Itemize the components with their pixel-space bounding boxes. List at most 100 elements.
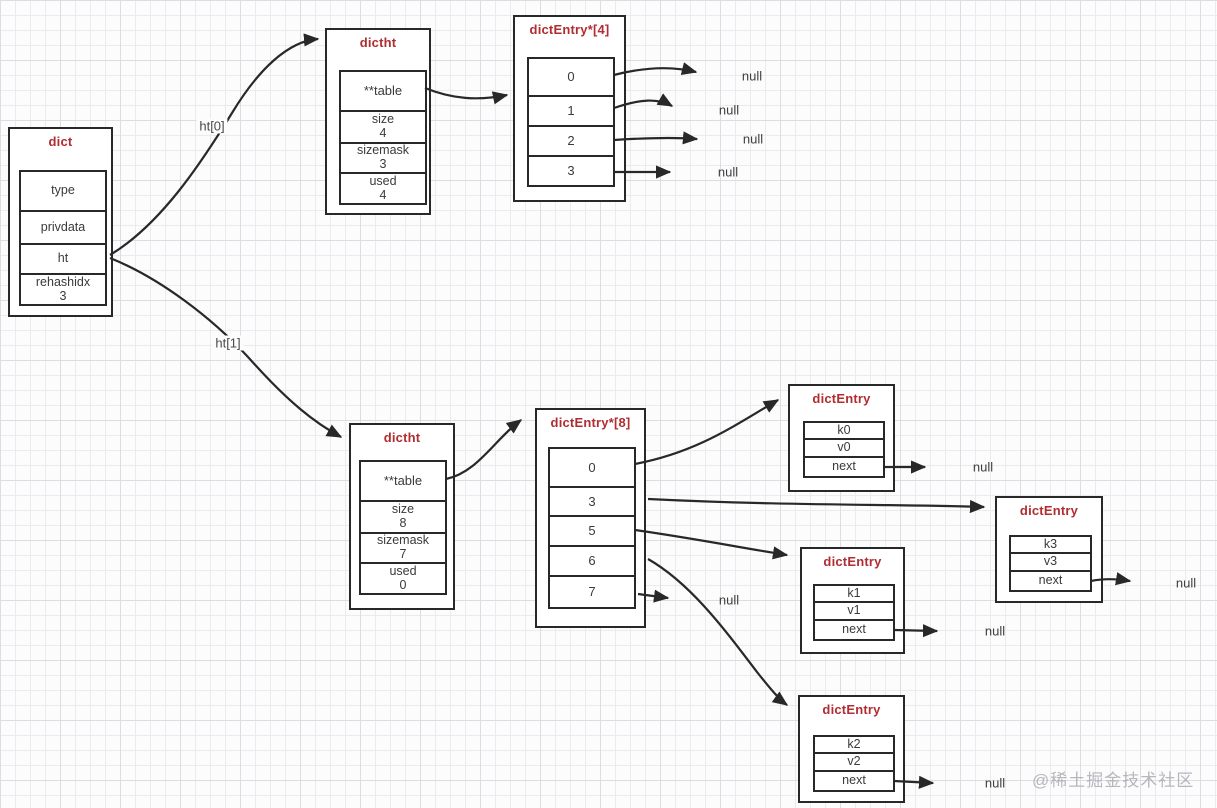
cell-index: 5 bbox=[588, 523, 596, 539]
cell-index: 0 bbox=[588, 459, 596, 475]
cell-index: 3 bbox=[588, 493, 596, 509]
dictentry-array8-box: dictEntry*[8] 0 3 5 6 7 bbox=[535, 408, 646, 628]
field-label: **table bbox=[363, 83, 403, 99]
dictentry-k0-box: dictEntry k0 v0 next bbox=[788, 384, 895, 492]
field-label: size bbox=[391, 502, 415, 517]
field-label: used bbox=[389, 564, 417, 579]
field-label: size bbox=[371, 112, 395, 127]
field-value: 4 bbox=[379, 187, 387, 202]
watermark-text: @稀土掘金技术社区 bbox=[1032, 771, 1195, 790]
array4-cell-3: 3 bbox=[527, 154, 615, 188]
arrow-array8-3-to-k3 bbox=[647, 497, 986, 514]
dict-field-rehashidx: rehashidx 3 bbox=[19, 272, 107, 307]
field-label: **table bbox=[383, 473, 423, 489]
field-label: privdata bbox=[40, 219, 86, 234]
arrow-array4-0-null bbox=[613, 62, 698, 77]
array8-cell-6: 6 bbox=[548, 544, 636, 578]
null-label-array4-3: null bbox=[717, 164, 739, 180]
dictht0-field-sizemask: sizemask 3 bbox=[339, 141, 427, 175]
array4-cell-2: 2 bbox=[527, 124, 615, 158]
field-value: 7 bbox=[399, 546, 407, 561]
null-label-array4-2: null bbox=[742, 131, 764, 147]
arrow-array8-6-to-k2 bbox=[647, 558, 789, 706]
field-value: 0 bbox=[399, 577, 407, 592]
field-label: ht bbox=[57, 251, 69, 266]
cell-index: 6 bbox=[588, 553, 596, 569]
null-label-k0-next: null bbox=[972, 459, 994, 475]
null-label-k2-next: null bbox=[984, 775, 1006, 791]
array4-cell-1: 1 bbox=[527, 94, 615, 128]
dictentry-k1-title: dictEntry bbox=[823, 554, 882, 569]
dictht1-box: dictht **table size 8 sizemask 7 used 0 bbox=[349, 423, 455, 610]
arrow-table0-to-array4 bbox=[424, 86, 509, 105]
dict-title: dict bbox=[48, 134, 73, 149]
cell-index: 7 bbox=[588, 584, 596, 600]
arrow-array4-2-null bbox=[613, 131, 699, 145]
field-label: next bbox=[832, 459, 856, 474]
dictht0-field-size: size 4 bbox=[339, 109, 427, 145]
field-label: v1 bbox=[847, 603, 861, 618]
dictentry-k1-box: dictEntry k1 v1 next bbox=[800, 547, 905, 654]
field-value: 8 bbox=[399, 515, 407, 530]
field-label: k2 bbox=[847, 736, 861, 751]
dictht0-field-table: **table bbox=[339, 70, 427, 112]
dictht1-title: dictht bbox=[383, 430, 421, 445]
dictentry-k3-box: dictEntry k3 v3 next bbox=[995, 496, 1103, 603]
null-label-array4-1: null bbox=[718, 102, 740, 118]
cell-index: 1 bbox=[567, 103, 575, 119]
field-label: k1 bbox=[847, 585, 861, 600]
array4-cell-0: 0 bbox=[527, 57, 615, 97]
field-label: k0 bbox=[837, 422, 851, 437]
field-label: next bbox=[842, 622, 866, 637]
field-value: 3 bbox=[379, 156, 387, 171]
null-label-array8-7: null bbox=[718, 592, 740, 608]
field-value: 3 bbox=[59, 288, 67, 303]
null-label-k1-next: null bbox=[984, 623, 1006, 639]
arrow-array8-5-to-k1 bbox=[634, 528, 789, 560]
dictentry-k2-title: dictEntry bbox=[822, 702, 881, 717]
field-value: 4 bbox=[379, 125, 387, 140]
dictentry-array4-box: dictEntry*[4] 0 1 2 3 bbox=[513, 15, 626, 202]
dictht1-field-size: size 8 bbox=[359, 499, 447, 535]
dictentry-k3-title: dictEntry bbox=[1019, 503, 1079, 518]
field-label: sizemask bbox=[376, 533, 430, 548]
dictentry-k0-title: dictEntry bbox=[812, 391, 871, 406]
dictentry-k2-box: dictEntry k2 v2 next bbox=[798, 695, 905, 803]
field-label: v2 bbox=[847, 754, 861, 769]
field-label: k3 bbox=[1043, 536, 1058, 551]
field-label: used bbox=[369, 174, 397, 189]
dictht0-box: dictht **table size 4 sizemask 3 used 4 bbox=[325, 28, 431, 215]
cell-index: 3 bbox=[567, 163, 575, 179]
dictht1-field-table: **table bbox=[359, 460, 447, 502]
entry-k0-next: next bbox=[803, 456, 885, 478]
cell-index: 2 bbox=[567, 133, 575, 149]
dictht0-field-used: used 4 bbox=[339, 171, 427, 206]
dictentry-array4-title: dictEntry*[4] bbox=[529, 22, 610, 37]
arrow-array8-0-to-k0 bbox=[634, 399, 780, 466]
entry-k3-next: next bbox=[1009, 570, 1092, 592]
ht0-pointer-label: ht[0] bbox=[196, 118, 228, 134]
ht1-pointer-label: ht[1] bbox=[212, 335, 244, 351]
dict-field-type: type bbox=[19, 170, 107, 212]
dictentry-array8-title: dictEntry*[8] bbox=[550, 415, 631, 430]
dict-box: dict type privdata ht rehashidx 3 bbox=[8, 127, 113, 317]
field-label: sizemask bbox=[356, 143, 410, 158]
field-label: rehashidx bbox=[35, 275, 91, 290]
array8-cell-3: 3 bbox=[548, 485, 636, 518]
null-label-array4-0: null bbox=[741, 68, 763, 84]
entry-k1-next: next bbox=[813, 619, 895, 641]
cell-index: 0 bbox=[567, 69, 575, 85]
dict-field-privdata: privdata bbox=[19, 209, 107, 246]
dictht0-title: dictht bbox=[359, 35, 397, 50]
field-label: next bbox=[1038, 573, 1063, 588]
dictht1-field-used: used 0 bbox=[359, 561, 447, 596]
field-label: v3 bbox=[1043, 554, 1058, 569]
entry-k2-next: next bbox=[813, 770, 895, 792]
arrow-table1-to-array8 bbox=[445, 419, 523, 481]
field-label: next bbox=[842, 773, 866, 788]
dict-field-ht: ht bbox=[19, 242, 107, 276]
array8-cell-0: 0 bbox=[548, 447, 636, 488]
dictht1-field-sizemask: sizemask 7 bbox=[359, 531, 447, 565]
arrow-ht0 bbox=[109, 33, 320, 256]
